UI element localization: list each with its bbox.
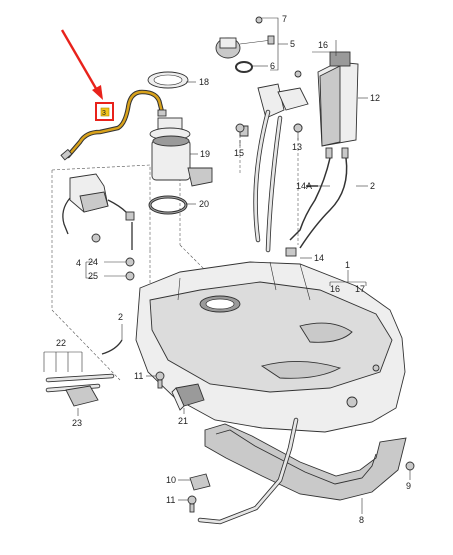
- callout-24-label: 24: [88, 257, 98, 267]
- carbon-canister-part[interactable]: [294, 40, 359, 159]
- callout-4: 4: [76, 258, 81, 268]
- callout-13: 13: [292, 142, 302, 152]
- fuel-line-part[interactable]: [60, 89, 167, 161]
- callout-1: 1: [345, 260, 350, 270]
- callout-23: 23: [72, 418, 82, 428]
- callout-5: 5: [290, 39, 295, 49]
- wiring-harness-part[interactable]: [45, 339, 123, 407]
- bracket-21-part[interactable]: [171, 383, 205, 411]
- filler-neck-part[interactable]: [239, 83, 309, 253]
- fuel-pump-assembly[interactable]: [147, 71, 213, 215]
- callout-11-lower: 11: [166, 495, 175, 505]
- callout-21: 21: [178, 416, 188, 426]
- callout-17: 17: [355, 284, 365, 294]
- callout-labels: 18 19 20 7 5 6 16 12 13 15 14A 2 14 1 16…: [72, 14, 411, 525]
- red-arrow-icon: [60, 29, 103, 100]
- callout-20: 20: [199, 199, 209, 209]
- highlight-callout[interactable]: 3: [95, 102, 114, 121]
- callout-10: 10: [166, 475, 176, 485]
- callout-16-tank: 16: [330, 284, 340, 294]
- callout-7: 7: [282, 14, 287, 24]
- leader-lines: [43, 17, 411, 514]
- callout-15: 15: [234, 148, 244, 158]
- callout-22-label: 22: [56, 338, 66, 348]
- callout-9: 9: [406, 481, 411, 491]
- callout-19: 19: [200, 149, 210, 159]
- callout-14: 14: [314, 253, 324, 263]
- callout-6: 6: [270, 61, 275, 71]
- highlight-label: 3: [102, 110, 106, 117]
- callout-14a: 14A: [296, 181, 312, 191]
- callout-12: 12: [370, 93, 380, 103]
- filler-cap-part[interactable]: [215, 16, 275, 73]
- bolts[interactable]: [155, 123, 303, 513]
- callout-18: 18: [199, 77, 209, 87]
- fuel-tank-part[interactable]: [135, 261, 406, 433]
- vent-hoses[interactable]: [285, 157, 348, 257]
- callout-8: 8: [359, 515, 364, 525]
- callout-11-upper: 11: [134, 371, 143, 381]
- callout-16: 16: [318, 40, 328, 50]
- heat-shield-part[interactable]: [189, 417, 415, 525]
- callout-25-label: 25: [88, 271, 98, 281]
- callout-2-top: 2: [370, 181, 375, 191]
- callout-2-mid: 2: [118, 312, 123, 322]
- control-unit-part[interactable]: [62, 173, 135, 281]
- callout-labels-explicit: 24 25 22: [56, 257, 98, 348]
